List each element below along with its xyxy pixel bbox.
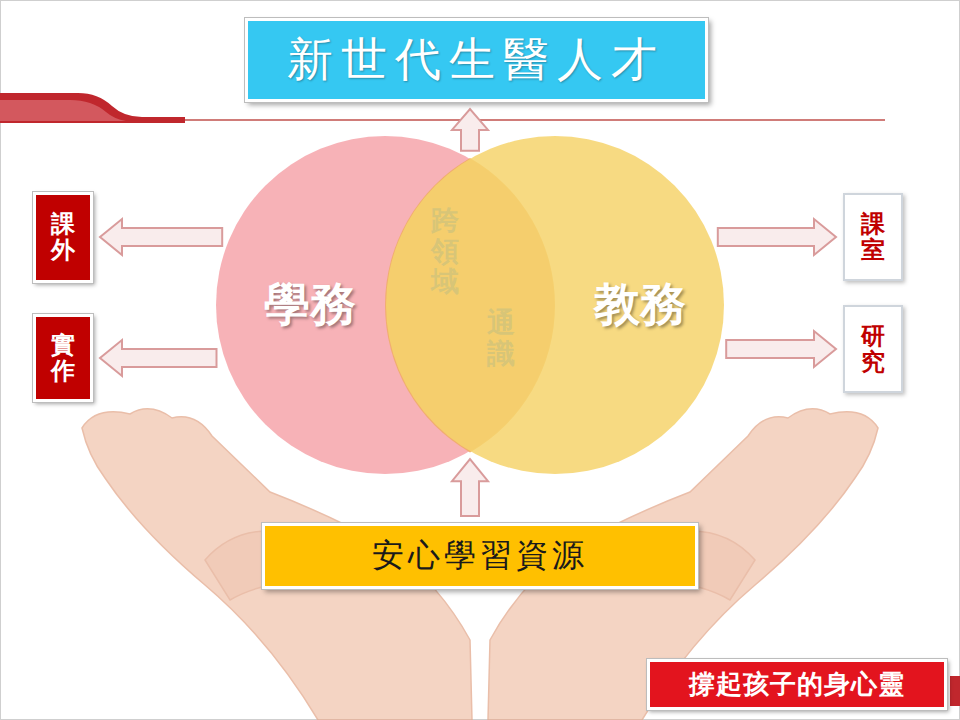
box-label: 研究 <box>861 323 885 376</box>
box-label: 撐起孩子的身心靈 <box>689 667 905 702</box>
hollow-arrow <box>452 109 488 151</box>
box-label: 安心學習資源 <box>372 534 588 578</box>
slogan-box: 撐起孩子的身心靈 <box>647 659 947 710</box>
box-label: 新世代生醫人才 <box>287 29 665 91</box>
circle-label: 學務 <box>264 274 356 336</box>
activity-box: 課室 <box>843 193 903 281</box>
activity-box: 課外 <box>33 192 93 283</box>
activity-box: 研究 <box>843 305 903 393</box>
resource-box: 安心學習資源 <box>262 523 698 589</box>
top-red-ribbon <box>0 93 960 706</box>
circle-label: 教務 <box>594 274 686 336</box>
hollow-arrow <box>726 331 836 367</box>
box-label: 課室 <box>861 211 885 264</box>
hollow-arrow <box>452 459 488 516</box>
box-label: 課外 <box>51 211 75 264</box>
box-label: 實作 <box>51 332 75 385</box>
hollow-arrow <box>718 219 836 255</box>
hollow-arrow <box>100 340 217 376</box>
hollow-arrow <box>100 219 222 255</box>
activity-box: 實作 <box>33 314 93 402</box>
title-box: 新世代生醫人才 <box>245 18 708 102</box>
academic-affairs-circle: 教務 <box>385 135 725 475</box>
